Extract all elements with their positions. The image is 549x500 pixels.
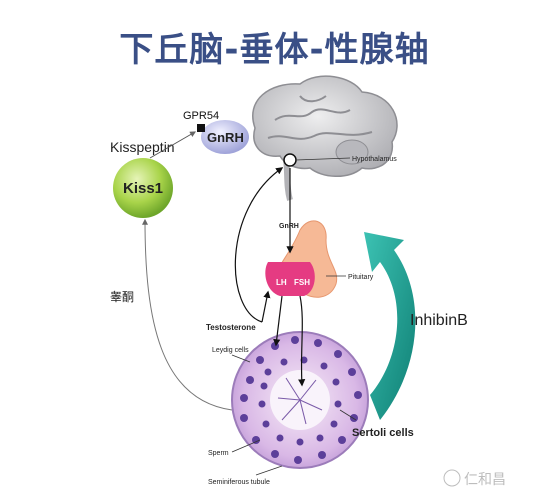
gpr54-receptor-icon <box>197 124 205 132</box>
fsh-label: FSH <box>294 278 310 287</box>
inhibin-feedback-arrow <box>364 232 416 420</box>
lh-label: LH <box>276 278 287 287</box>
kisspeptin-arrow <box>149 131 197 159</box>
seminiferous-tubule <box>231 331 369 469</box>
testosterone-hypothalamus-arrow <box>234 167 284 323</box>
hypothalamus-marker <box>283 153 297 167</box>
inhibin-label: InhibinB <box>410 312 468 329</box>
leydig-label: Leydig cells <box>212 347 249 354</box>
gnrh-stalk-label: GnRH <box>279 223 299 230</box>
gnrh-receptor-bubble <box>201 120 249 154</box>
hypothalamus-label: Hypothalamus <box>352 156 397 163</box>
kiss1-node <box>113 158 173 218</box>
watermark: 仁和昌 <box>443 469 506 487</box>
sperm-label: Sperm <box>208 450 229 457</box>
pituitary-label: Pituitary <box>348 274 374 281</box>
seminiferous-label: Seminiferous tubule <box>208 479 270 486</box>
kisspeptin-label: Kisspeptin <box>110 139 175 155</box>
gpr54-label: GPR54 <box>183 110 219 122</box>
fsh-arrow <box>298 295 306 387</box>
brain-illustration <box>252 75 398 201</box>
gaotong-label: 睾酮 <box>110 289 134 304</box>
lh-arrow <box>273 295 283 347</box>
testosterone-feedback-curve <box>142 218 233 411</box>
gnrh-top-label: GnRH <box>207 130 244 145</box>
testosterone-label: Testosterone <box>206 323 256 332</box>
svg-text:仁和昌: 仁和昌 <box>464 471 506 487</box>
sertoli-label: Sertoli cells <box>352 427 414 439</box>
page-title: 下丘脑-垂体-性腺轴 <box>119 30 430 70</box>
pituitary-gland <box>265 220 338 298</box>
testosterone-pituitary-arrow <box>261 290 271 323</box>
kiss1-label: Kiss1 <box>123 180 163 197</box>
